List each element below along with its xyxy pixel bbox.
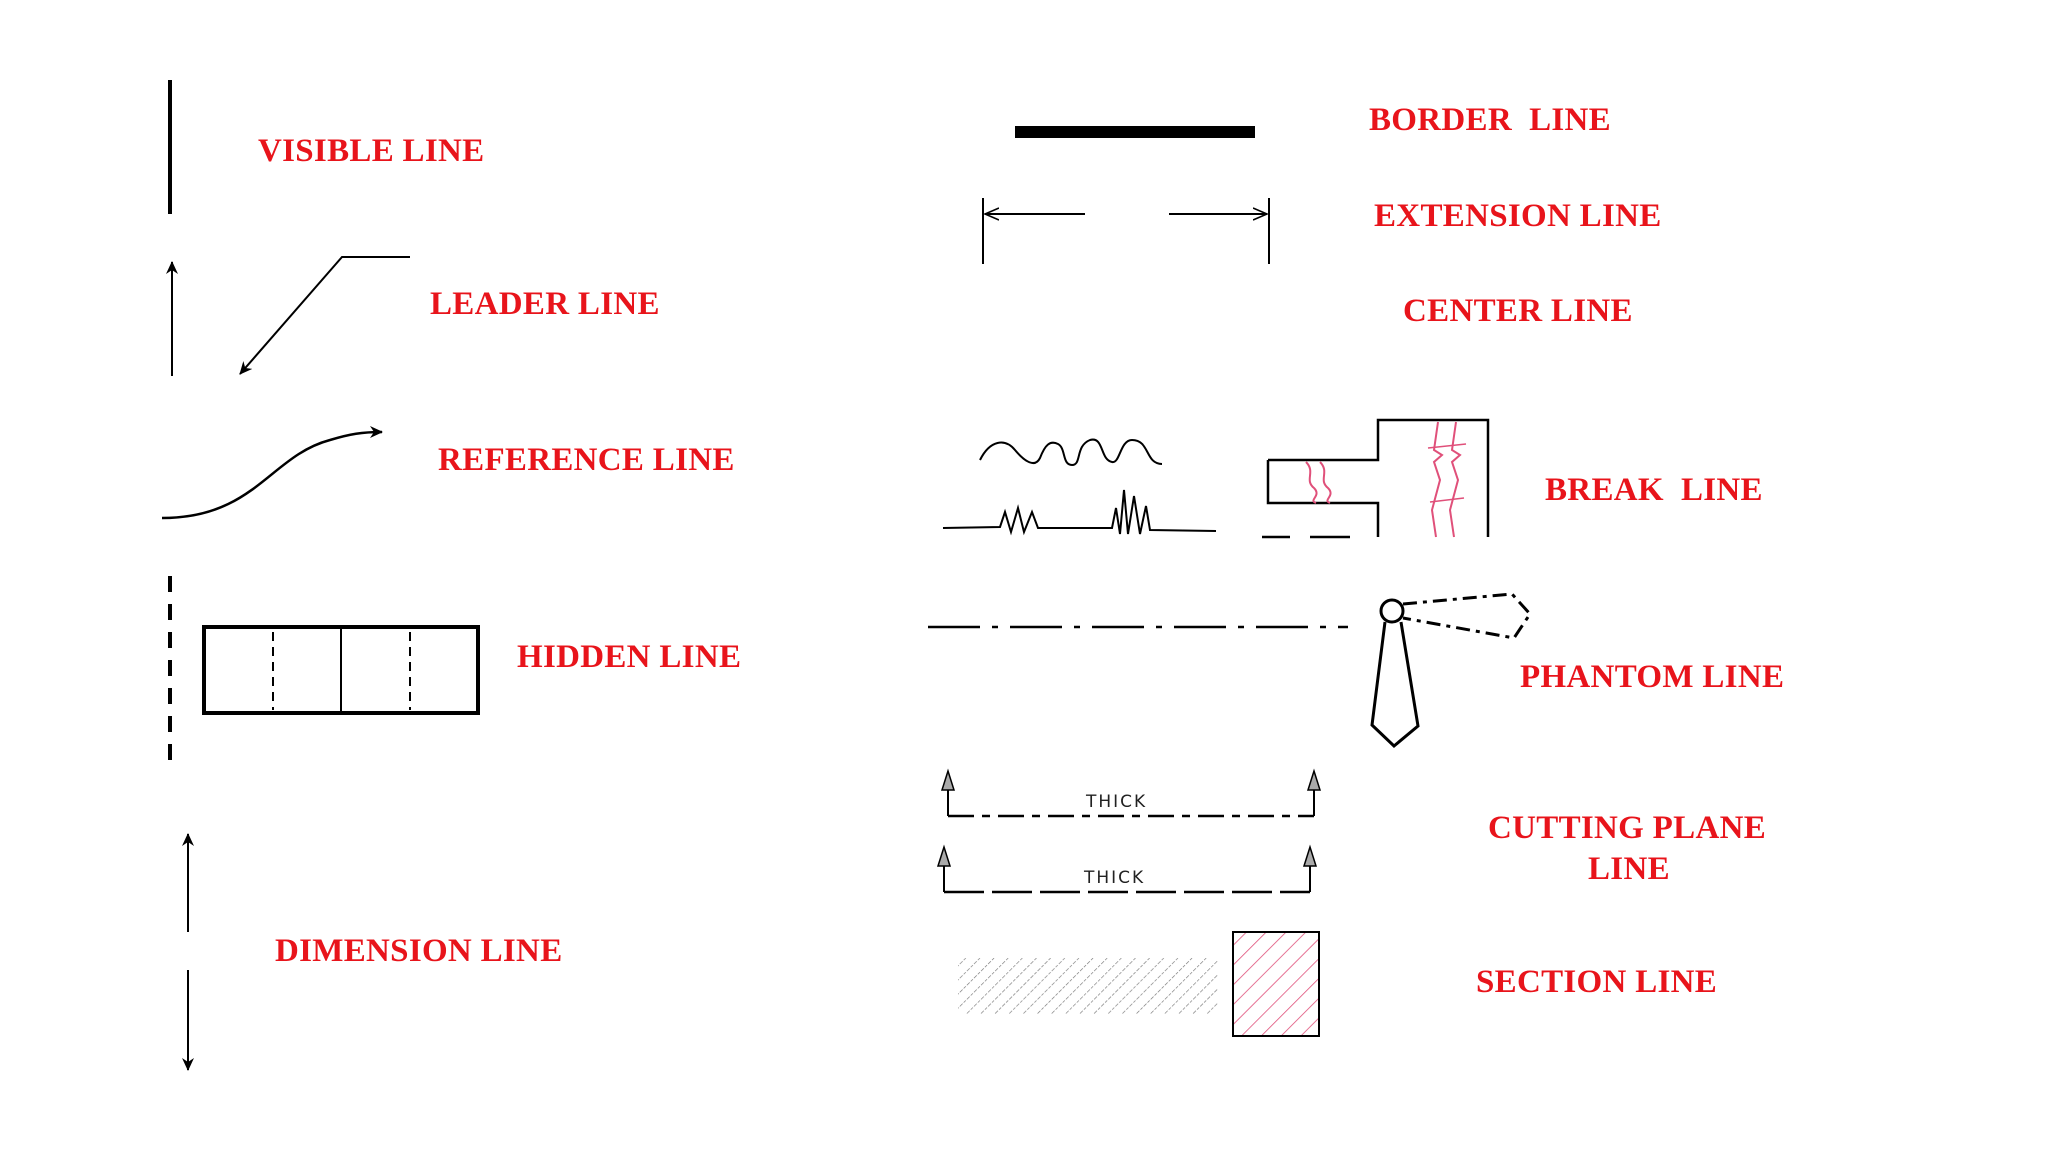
reference-line-sample [161,426,383,520]
break-part-sample [1262,418,1490,539]
label-visible-line: VISIBLE LINE [258,133,485,169]
label-reference-line: REFERENCE LINE [438,442,735,478]
phantom-line-sample [1370,592,1532,749]
label-break-line: BREAK LINE [1545,472,1763,508]
cutting-plane-sample-1: THICK [940,768,1322,818]
label-cutting-plane-line-1: CUTTING PLANE [1488,810,1767,846]
thick-label-2: THICK [1083,868,1145,888]
cutting-plane-sample-2: THICK [936,844,1318,894]
label-cutting-plane-line-2: LINE [1588,851,1670,887]
label-extension-line: EXTENSION LINE [1374,198,1662,234]
label-leader-line: LEADER LINE [430,286,660,322]
leader-line-sample [166,256,410,376]
label-phantom-line: PHANTOM LINE [1520,659,1785,695]
label-center-line: CENTER LINE [1403,293,1633,329]
break-line-sample [942,438,1217,536]
extension-line-sample [982,198,1270,264]
thick-label-1: THICK [1085,792,1147,812]
label-border-line: BORDER LINE [1369,102,1611,138]
label-dimension-line: DIMENSION LINE [275,933,563,969]
label-hidden-line: HIDDEN LINE [517,639,742,675]
section-line-sample [958,931,1320,1037]
label-section-line: SECTION LINE [1476,964,1718,1000]
hidden-line-sample [168,576,480,772]
